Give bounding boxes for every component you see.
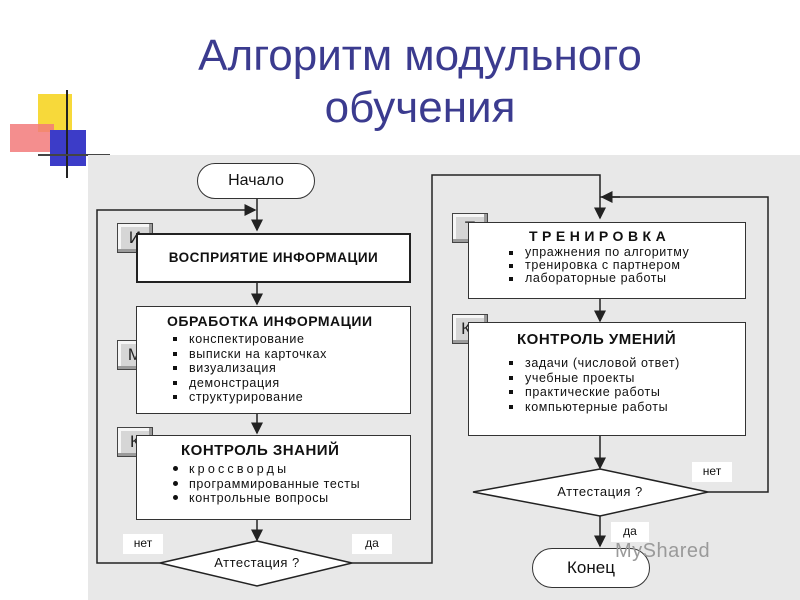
list-item: демонстрация	[167, 376, 410, 391]
list-item: выписки на карточках	[167, 347, 410, 362]
left-yes-label: да	[352, 534, 392, 554]
end-node: Конец	[532, 548, 650, 588]
page-title: Алгоритм модульного обучения	[130, 30, 710, 134]
list-item: конспектирование	[167, 332, 410, 347]
end-label: Конец	[567, 558, 615, 577]
left-no-text: нет	[133, 536, 153, 550]
link-yes-to-right	[352, 174, 606, 564]
block-processing-heading: ОБРАБОТКА ИНФОРМАЦИИ	[167, 313, 373, 329]
list-item: структурирование	[167, 390, 410, 405]
list-item: учебные проекты	[503, 371, 745, 386]
right-yes-text: да	[623, 524, 637, 538]
list-item: задачи (числовой ответ)	[503, 356, 745, 371]
start-node: Начало	[197, 163, 315, 199]
right-decision-text: Аттестация ?	[557, 484, 643, 499]
list-item: программированные тесты	[167, 477, 410, 492]
left-yes-text: да	[365, 536, 379, 550]
list-item: тренировка с партнером	[503, 259, 745, 272]
list-item: визуализация	[167, 361, 410, 376]
title-line-1: Алгоритм модульного	[198, 31, 642, 80]
right-no-label: нет	[692, 462, 732, 482]
loop-no-right	[600, 196, 769, 493]
watermark-logo: MyShared	[615, 540, 710, 563]
block-knowledge-heading: КОНТРОЛЬ ЗНАНИЙ	[181, 442, 340, 459]
decision-diamond-left	[159, 540, 353, 587]
watermark-text: MyShared	[615, 540, 711, 562]
block-training: ТРЕНИРОВКА упражнения по алгоритму трени…	[468, 222, 746, 299]
right-yes-label: да	[611, 522, 649, 542]
list-item: компьютерные работы	[503, 400, 745, 415]
right-no-text: нет	[702, 464, 722, 478]
block-processing-list: конспектирование выписки на карточках ви…	[167, 332, 410, 405]
block-training-heading: ТРЕНИРОВКА	[529, 228, 671, 244]
tag-k-label: К	[130, 432, 140, 451]
list-item: контрольные вопросы	[167, 491, 410, 506]
block-skills-control: КОНТРОЛЬ УМЕНИЙ задачи (числовой ответ) …	[468, 322, 746, 436]
list-item: лабораторные работы	[503, 272, 745, 285]
left-no-label: нет	[123, 534, 163, 554]
decision-diamond-right	[472, 468, 709, 517]
title-line-2: обучения	[324, 83, 516, 132]
list-item: практические работы	[503, 385, 745, 400]
list-item: кроссворды	[167, 462, 410, 477]
block-processing: ОБРАБОТКА ИНФОРМАЦИИ конспектирование вы…	[136, 306, 411, 414]
decorative-squares	[10, 90, 110, 180]
list-item: упражнения по алгоритму	[503, 246, 745, 259]
block-skills-heading: КОНТРОЛЬ УМЕНИЙ	[517, 331, 677, 348]
block-perception: ВОСПРИЯТИЕ ИНФОРМАЦИИ	[136, 233, 411, 283]
block-knowledge-list: кроссворды программированные тесты контр…	[167, 462, 410, 506]
block-perception-heading: ВОСПРИЯТИЕ ИНФОРМАЦИИ	[168, 250, 379, 265]
block-training-list: упражнения по алгоритму тренировка с пар…	[503, 246, 745, 285]
loop-no-left	[96, 204, 257, 564]
block-knowledge-control: КОНТРОЛЬ ЗНАНИЙ кроссворды программирова…	[136, 435, 411, 520]
start-label: Начало	[228, 172, 284, 189]
block-skills-list: задачи (числовой ответ) учебные проекты …	[503, 356, 745, 414]
left-decision-text: Аттестация ?	[214, 555, 300, 570]
